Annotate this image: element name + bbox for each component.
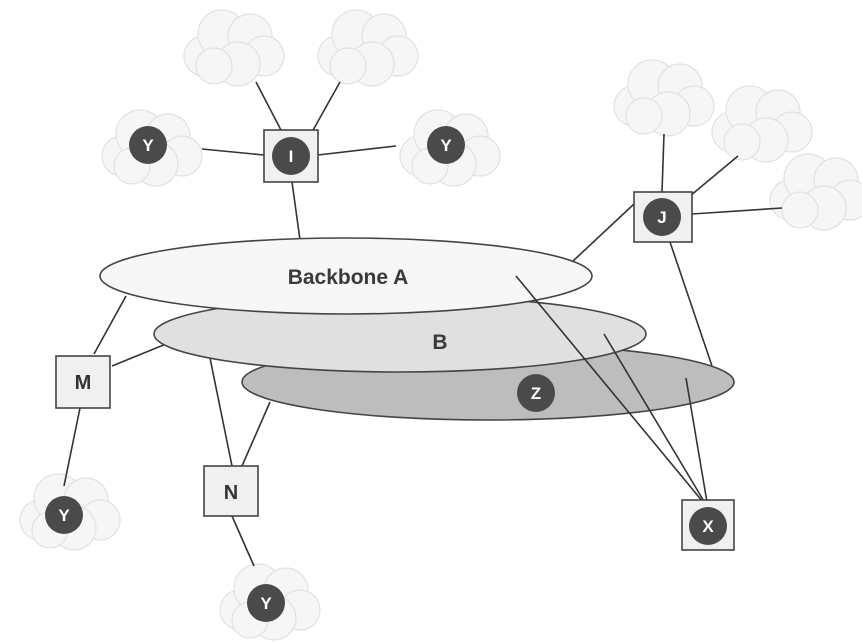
cloud-j-2 xyxy=(711,85,813,163)
router-m: M xyxy=(55,355,111,409)
cloud-j-3 xyxy=(769,153,862,231)
router-n-label: N xyxy=(224,482,238,504)
link-i-y-left xyxy=(201,148,265,156)
links-to-x xyxy=(515,275,709,509)
host-y-n: Y xyxy=(247,584,285,622)
link-i-y-right xyxy=(317,145,397,156)
link-i-cloud-top-left xyxy=(255,81,283,133)
link-i-backbone xyxy=(291,181,301,241)
router-j-label: J xyxy=(657,208,666,227)
link-x-backbone xyxy=(515,275,709,509)
host-y-n-label: Y xyxy=(260,594,272,613)
router-x: X xyxy=(681,499,735,551)
link-i-cloud-top-right xyxy=(311,81,341,133)
host-y-left-label: Y xyxy=(142,136,154,155)
link-m-b xyxy=(111,343,167,367)
cloud-top-right xyxy=(317,9,419,87)
link-j-cloud-3 xyxy=(691,207,783,215)
link-j-cloud-1 xyxy=(661,133,665,193)
network-z-label: Z xyxy=(531,384,541,403)
link-j-cloud-2 xyxy=(689,155,739,197)
router-m-label: M xyxy=(75,372,92,394)
host-y-right-label: Y xyxy=(440,136,452,155)
network-b-label: B xyxy=(432,331,447,354)
host-y-m-label: Y xyxy=(58,506,70,525)
router-i-label: I xyxy=(289,147,294,166)
router-n: N xyxy=(203,465,259,517)
host-y-right: Y xyxy=(427,126,465,164)
links xyxy=(63,81,783,567)
link-n-y xyxy=(231,515,255,567)
backbone-a-label: Backbone A xyxy=(288,266,409,289)
link-j-backbone xyxy=(571,203,635,263)
link-m-y xyxy=(63,407,81,487)
host-y-m: Y xyxy=(45,496,83,534)
router-x-label: X xyxy=(702,517,714,536)
link-x-b xyxy=(603,333,709,509)
link-m-backbone xyxy=(93,295,127,355)
router-i: I xyxy=(263,129,319,183)
cloud-top-left xyxy=(183,9,285,87)
link-n-b xyxy=(209,357,233,467)
network-z-badge: Z xyxy=(517,374,555,412)
link-n-z xyxy=(241,401,271,467)
backbone-a xyxy=(99,237,593,315)
host-y-left: Y xyxy=(129,126,167,164)
router-j: J xyxy=(633,191,693,243)
link-x-z xyxy=(685,377,709,509)
link-j-z xyxy=(669,241,713,367)
cloud-j-1 xyxy=(613,59,715,137)
